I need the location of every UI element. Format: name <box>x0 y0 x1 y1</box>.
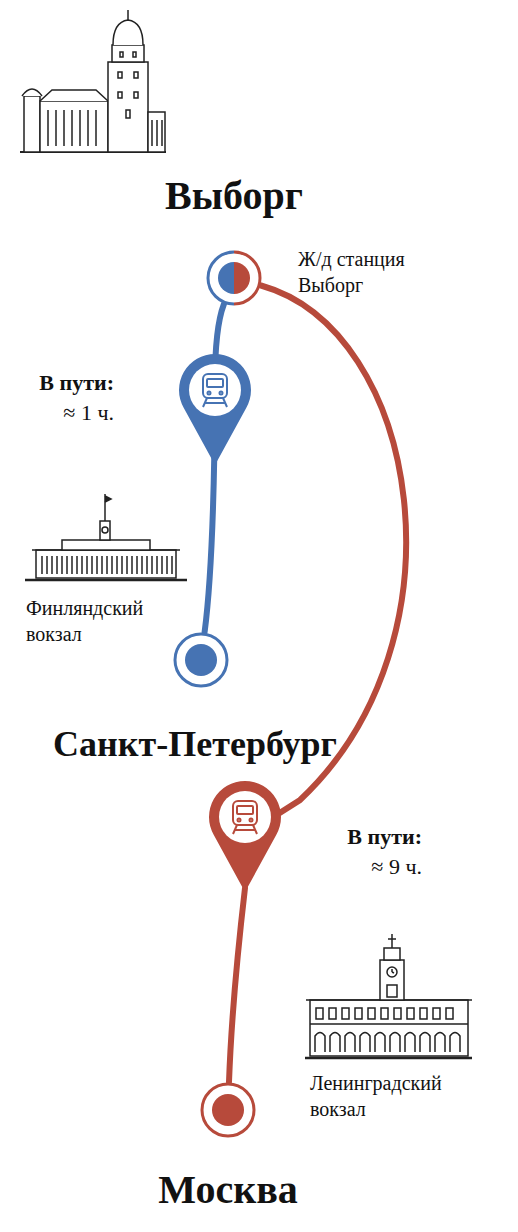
station-marker <box>206 250 262 306</box>
city-name: Выборг <box>89 172 379 220</box>
marker-ring <box>202 1084 254 1136</box>
marker-dot <box>212 1094 244 1126</box>
city-name: Санкт-Петербург <box>15 720 375 768</box>
station-node: ВыборгЖ/д станция Выборг <box>206 250 262 306</box>
station-name: Ленинградский вокзал <box>310 1070 490 1122</box>
train-icon <box>233 801 257 834</box>
marker-fill <box>208 252 260 304</box>
train-pin-blue <box>179 354 251 465</box>
train-icon <box>203 374 227 407</box>
station-name: Финляндский вокзал <box>26 595 166 647</box>
vyborg-castle <box>20 10 166 152</box>
marker-dot <box>218 262 234 294</box>
travel-time: В пути: ≈ 1 ч. <box>30 368 114 428</box>
route-line <box>205 304 224 632</box>
finland-station-building <box>25 494 187 580</box>
marker-dot <box>185 644 217 676</box>
travel-time: В пути: ≈ 9 ч. <box>338 822 422 882</box>
station-name: Ж/д станция Выборг <box>298 246 428 298</box>
train-pin-red <box>209 781 281 892</box>
marker-ring <box>175 634 227 686</box>
marker-dot <box>234 262 250 294</box>
station-node: Ленинградский вокзалМосква <box>200 1082 256 1138</box>
marker-ring <box>208 252 234 304</box>
station-marker <box>173 632 229 688</box>
route-line <box>229 286 406 1083</box>
marker-ring <box>234 252 260 304</box>
city-name: Москва <box>78 1166 378 1214</box>
leningradsky-station-building <box>305 934 472 1058</box>
station-node: Финляндский вокзалСанкт-Петербург <box>173 632 229 688</box>
station-marker <box>200 1082 256 1138</box>
